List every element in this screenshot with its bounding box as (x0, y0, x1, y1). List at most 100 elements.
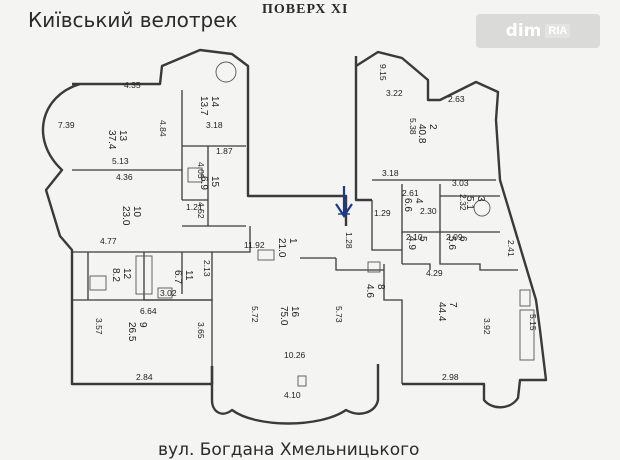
dim-label: 10.26 (284, 350, 306, 360)
dim-label: 2.30 (420, 206, 437, 216)
room-14-area: 13.7 (198, 96, 209, 116)
watermark-brand-tag: RIA (545, 24, 571, 38)
dim-label: 1.28 (344, 232, 354, 249)
room-9-area: 26.5 (126, 322, 137, 342)
dim-label: 2.61 (402, 188, 419, 198)
room-label-1: 121.0 (276, 238, 298, 258)
shaft-right (354, 66, 372, 202)
room-11-area: 6.7 (172, 270, 183, 284)
dim-label: 4.84 (158, 120, 168, 137)
fixture-11 (157, 287, 173, 299)
room-label-2: 240.8 (416, 124, 438, 144)
dim-label: 4.52 (196, 202, 206, 219)
dim-label: 5.73 (334, 306, 344, 323)
dim-label: 6.64 (140, 306, 157, 316)
room-4-number: 4 (413, 198, 424, 204)
room-label-6: 65.6 (446, 236, 468, 250)
counter-7 (519, 309, 535, 361)
room-label-14: 1413.7 (198, 96, 220, 116)
dim-label: 1.21 (186, 202, 203, 212)
room-label-13: 1337.4 (106, 130, 128, 150)
room-8-number: 8 (375, 284, 386, 290)
room-6-number: 6 (457, 236, 468, 242)
room-3-number: 3 (475, 196, 486, 202)
shaft-left (246, 98, 348, 226)
partition-14-15 (181, 90, 246, 227)
dim-label: 11.92 (244, 240, 265, 250)
partition-3-4 (401, 184, 500, 233)
city-caption: Київський велотрек (28, 8, 238, 32)
room-13-number: 13 (117, 130, 128, 142)
room-label-7: 744.4 (436, 302, 458, 322)
room-14-number: 14 (209, 96, 220, 108)
bathtub-14 (215, 61, 237, 83)
dim-label: 3.18 (206, 120, 223, 130)
dim-label: 5.72 (250, 306, 260, 323)
outer-wall-bottom (210, 364, 380, 425)
street-caption: вул. Богдана Хмельницького (158, 440, 420, 460)
room-label-12: 128.2 (110, 268, 132, 282)
dim-label: 4.77 (100, 236, 117, 246)
sink-8 (367, 261, 381, 273)
room-15-number: 15 (209, 176, 220, 188)
outer-wall-right-bottom (402, 239, 548, 409)
room-2-area: 40.8 (416, 124, 427, 144)
dim-label: 2.32 (458, 194, 468, 211)
dim-label: 3.02 (160, 288, 177, 298)
dim-label: 3.03 (452, 178, 469, 188)
room-label-8: 84.6 (364, 284, 386, 298)
dim-label: 4.36 (116, 172, 133, 182)
bathtub-12 (135, 255, 153, 295)
dim-label: 2.10 (406, 232, 423, 242)
dim-label: 5.38 (408, 118, 418, 135)
dim-label: 3.92 (482, 318, 492, 335)
room-13-area: 37.4 (106, 130, 117, 150)
room-label-9: 926.5 (126, 322, 148, 342)
dim-label: 2.09 (446, 232, 463, 242)
room-10-number: 10 (131, 206, 142, 218)
dim-label: 5.13 (112, 156, 129, 166)
room-12-area: 8.2 (110, 268, 121, 282)
dim-label: 1.87 (216, 146, 233, 156)
dim-label: 7.39 (58, 120, 75, 130)
room-label-11: 116.7 (172, 270, 194, 284)
bathtub-3 (473, 199, 491, 217)
room-3-area: 5.1 (464, 196, 475, 210)
dim-label: 3.57 (94, 318, 104, 335)
dim-label: 5.15 (528, 314, 538, 331)
room-label-15: 156.9 (198, 176, 220, 190)
fixture-hall (257, 249, 275, 261)
room-12-number: 12 (121, 268, 132, 280)
partition-9 (72, 299, 213, 366)
outer-wall-left (72, 48, 250, 98)
dim-label: 4.35 (124, 80, 141, 90)
room-4-area: 6.6 (402, 198, 413, 212)
fixture-15 (187, 167, 203, 183)
room-1-number: 1 (287, 238, 298, 244)
room-7-area: 44.4 (436, 302, 447, 322)
entrance-arrow-icon (335, 186, 353, 218)
room-15-area: 6.9 (198, 176, 209, 190)
room-5-number: 5 (417, 236, 428, 242)
dim-label: 4.05 (196, 162, 206, 179)
dim-label: 2.41 (506, 240, 516, 257)
room-5-area: 4.9 (406, 236, 417, 250)
room-label-16: 1675.0 (278, 306, 300, 326)
room-9-number: 9 (137, 322, 148, 328)
dim-label: 2.84 (136, 372, 153, 382)
outer-wall-upper-left (41, 82, 214, 386)
room-1-area: 21.0 (276, 238, 287, 258)
dim-label: 4.10 (284, 390, 301, 400)
room-16-area: 75.0 (278, 306, 289, 326)
partition-8 (383, 263, 431, 384)
dim-label: 3.18 (382, 168, 399, 178)
dim-label: 3.65 (196, 322, 206, 339)
dim-label: 2.63 (448, 94, 465, 104)
dim-label: 1.29 (374, 208, 391, 218)
room-label-5: 54.9 (406, 236, 428, 250)
sink-12 (89, 275, 107, 291)
partition-2 (371, 179, 496, 251)
outer-wall-right (354, 50, 520, 241)
room-label-4: 46.6 (402, 198, 424, 212)
